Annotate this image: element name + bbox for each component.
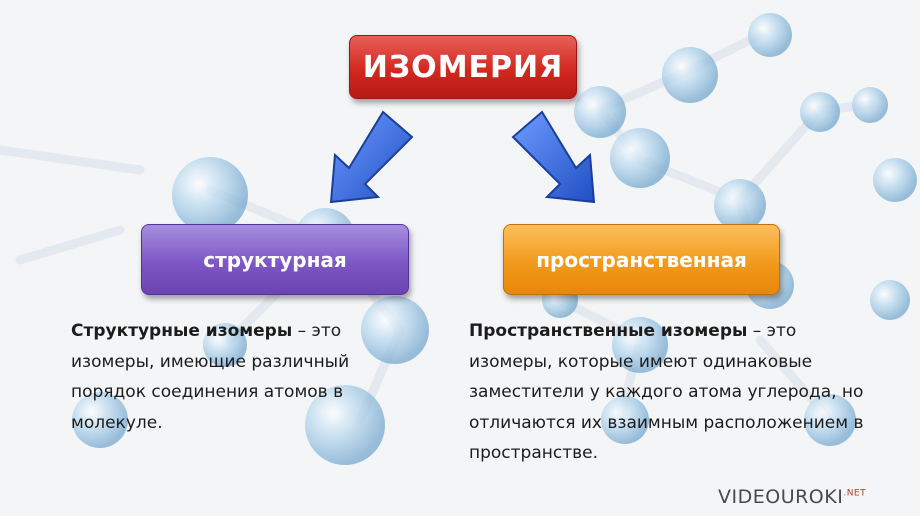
spatial-term: Пространственные изомеры	[469, 321, 748, 341]
structural-definition: Структурные изомеры – это изомеры, имеющ…	[71, 316, 401, 438]
arrow-down-right-icon	[511, 110, 596, 204]
spatial-category-box: пространственная	[503, 224, 780, 295]
page-title: ИЗОМЕРИЯ	[362, 49, 564, 85]
page-title-box: ИЗОМЕРИЯ	[349, 35, 577, 99]
spatial-definition-text: – это изомеры, которые имеют одинаковые …	[469, 321, 864, 463]
structural-category-box: структурная	[141, 224, 409, 295]
watermark-suffix: .NET	[843, 488, 867, 499]
spatial-definition: Пространственные изомеры – это изомеры, …	[469, 316, 879, 469]
watermark-text: VIDEOUROKI	[718, 486, 844, 508]
structural-definition-text: – это изомеры, имеющие различный порядок…	[71, 321, 350, 433]
arrow-down-left-icon	[329, 110, 414, 204]
watermark-logo: VIDEOUROKI.NET	[718, 486, 866, 508]
structural-term: Структурные изомеры	[71, 321, 293, 341]
spatial-category-label: пространственная	[536, 247, 747, 272]
structural-category-label: структурная	[203, 247, 347, 272]
